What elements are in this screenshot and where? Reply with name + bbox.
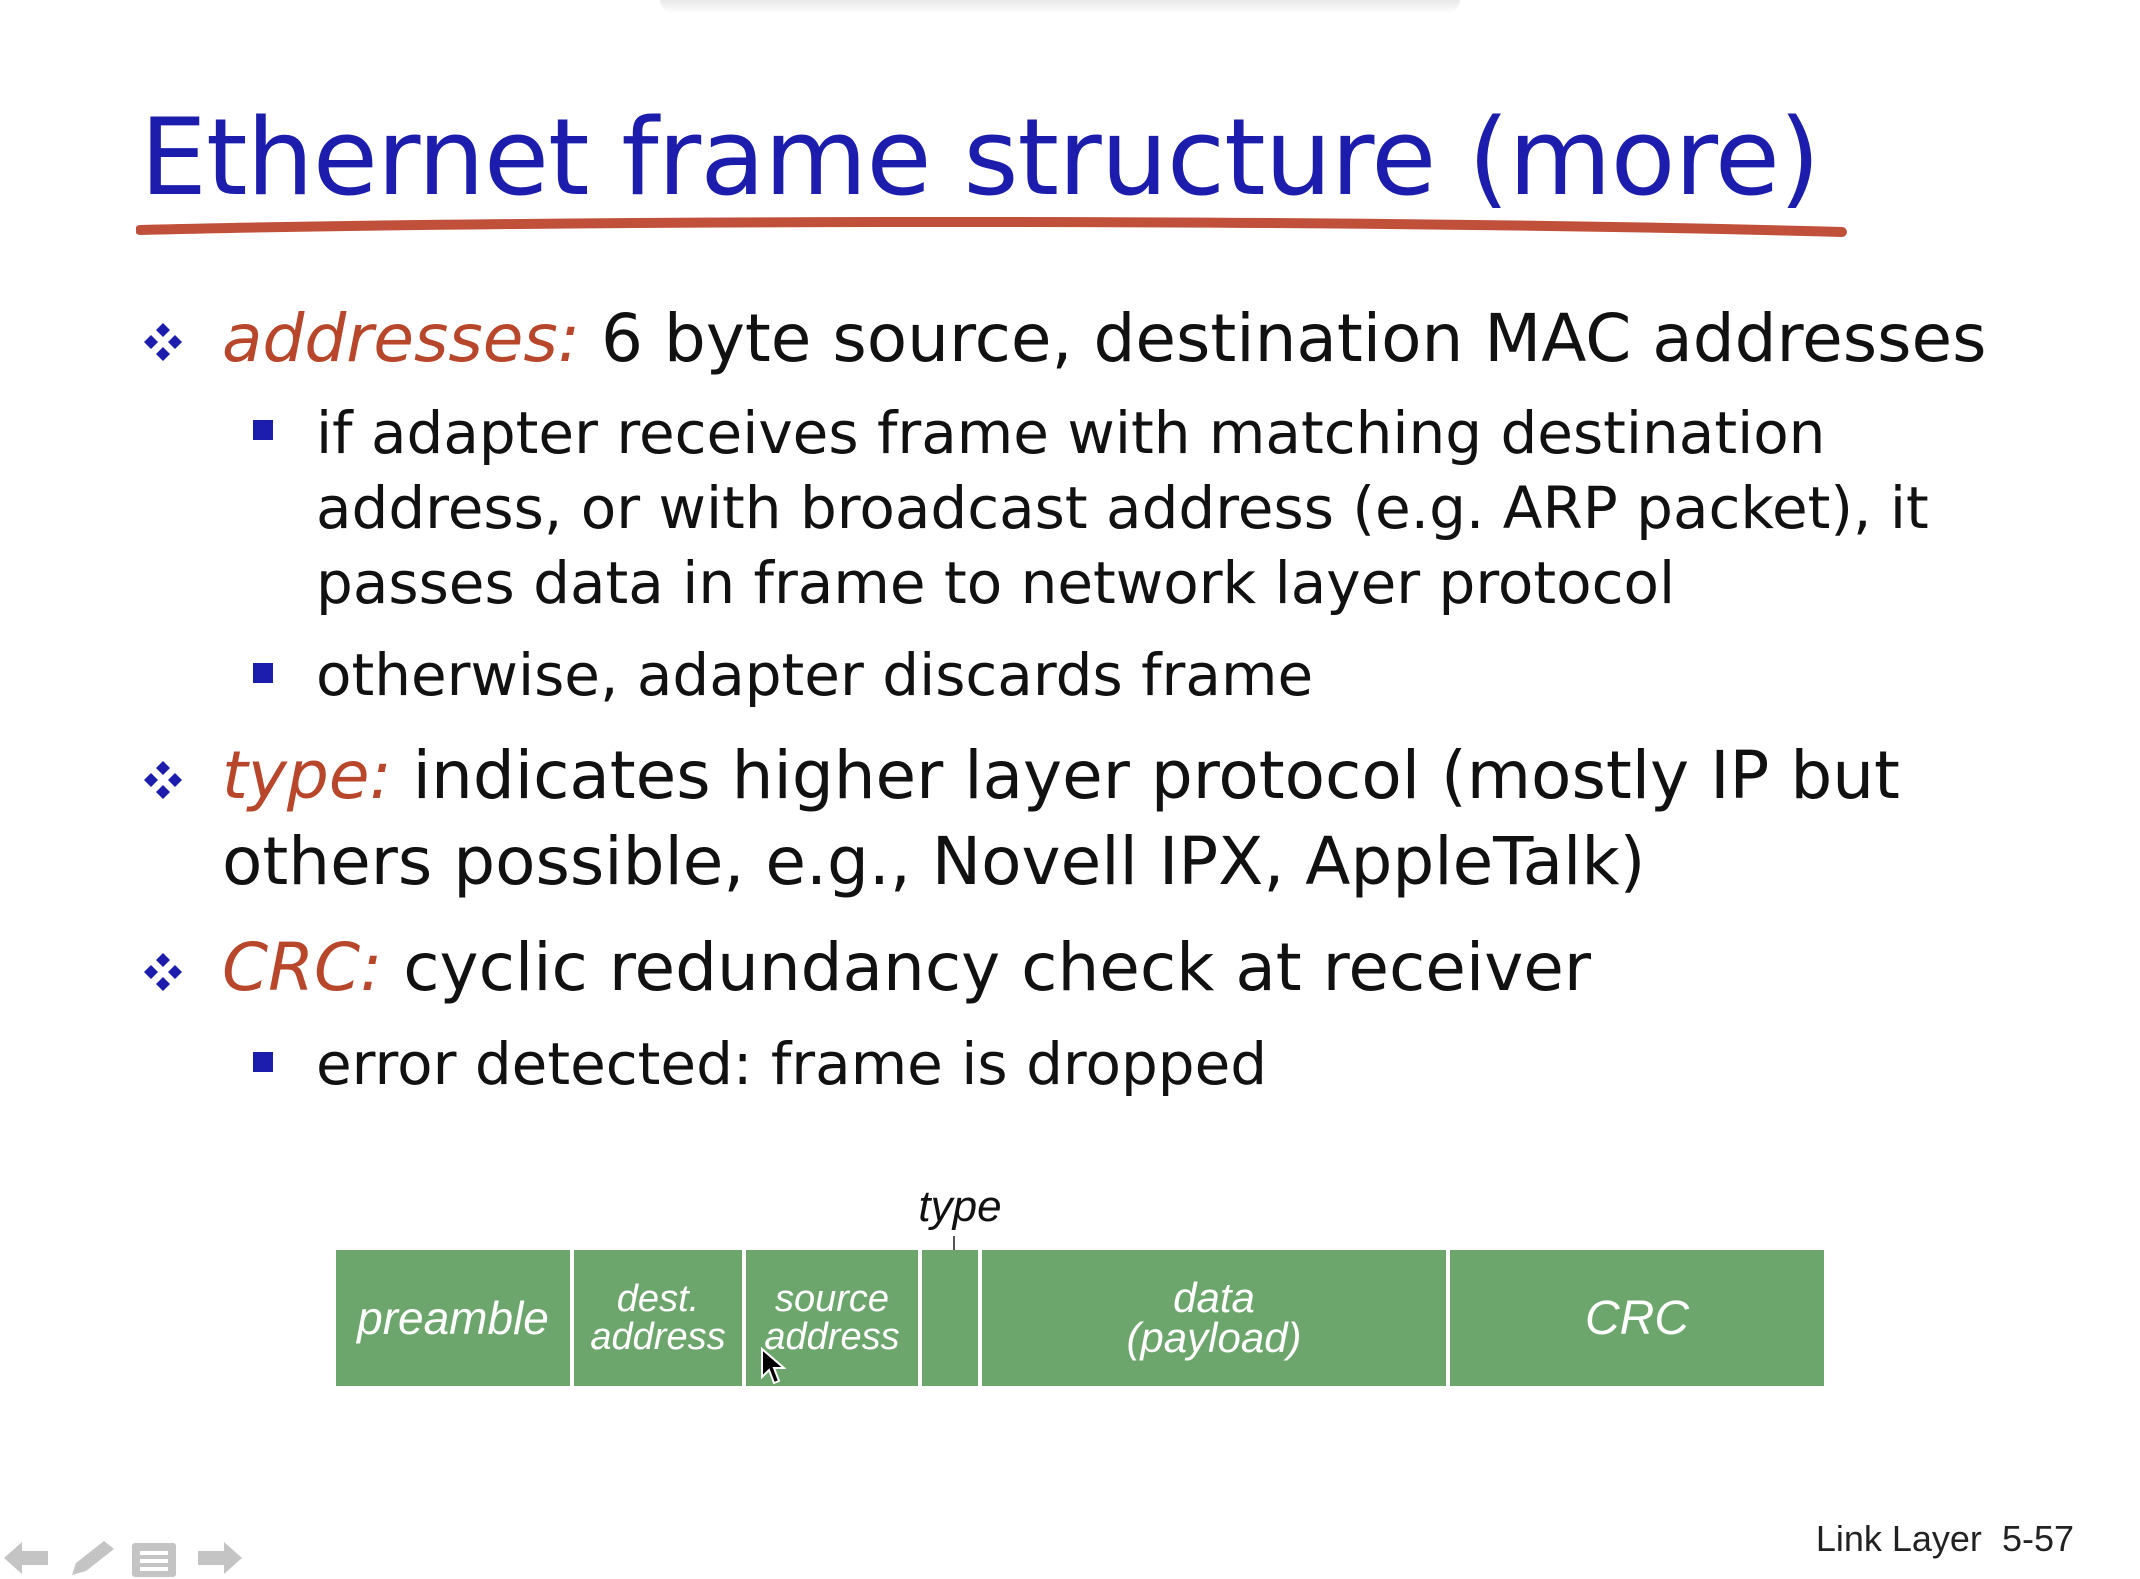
subbullet-crc-error: error detected: frame is dropped [316, 1030, 1268, 1098]
diamond-bullet-icon [144, 761, 182, 799]
footer-page-number: 5-57 [2001, 1518, 2074, 1559]
field-label-line: address [764, 1316, 900, 1358]
field-label-line: source [774, 1278, 890, 1320]
frame-field-dest-address: dest. address [574, 1250, 742, 1386]
footer-section: Link Layer [1815, 1518, 1982, 1559]
field-label-line: dest. [616, 1278, 700, 1320]
slide-title: Ethernet frame structure (more) [140, 96, 1820, 219]
frame-field-source-address: source address [746, 1250, 918, 1386]
keyword-addresses: addresses: [222, 300, 580, 377]
bullet-text: indicates higher layer protocol (mostly … [391, 737, 1900, 814]
subbullet-line: address, or with broadcast address (e.g.… [316, 474, 1929, 542]
ethernet-frame-diagram: preamble dest. address source address da… [336, 1250, 1824, 1386]
frame-field-crc: CRC [1585, 1291, 1689, 1345]
forward-arrow-icon[interactable] [194, 1539, 244, 1577]
slide-footer: Link Layer 5-57 [1816, 1518, 2074, 1560]
title-underline [136, 217, 1847, 237]
frame-field-preamble: preamble [357, 1292, 549, 1344]
field-divider [978, 1250, 982, 1386]
mouse-cursor-icon [761, 1347, 786, 1385]
frame-field-data: data (payload) [982, 1250, 1446, 1386]
field-divider [570, 1250, 574, 1386]
type-pointer [953, 1236, 955, 1250]
field-label-line: (payload) [1126, 1314, 1302, 1361]
pen-icon[interactable] [66, 1539, 118, 1579]
bullet-text: others possible, e.g., Novell IPX, Apple… [222, 823, 1646, 900]
field-divider [918, 1250, 922, 1386]
square-bullet-icon [253, 420, 273, 440]
square-bullet-icon [253, 1052, 273, 1072]
subbullet-line: passes data in frame to network layer pr… [316, 549, 1676, 617]
window-shadow [660, 0, 1460, 14]
field-divider [1446, 1250, 1450, 1386]
bullet-addresses: addresses: 6 byte source, destination MA… [222, 296, 1987, 382]
bullet-text: cyclic redundancy check at receiver [382, 929, 1591, 1006]
diamond-bullet-icon [144, 323, 182, 361]
square-bullet-icon [253, 663, 273, 683]
back-arrow-icon[interactable] [2, 1539, 52, 1577]
bullet-type: type: indicates higher layer protocol (m… [222, 733, 1900, 905]
keyword-type: type: [222, 737, 392, 814]
bullet-text: 6 byte source, destination MAC addresses [579, 300, 1987, 377]
subbullet-line: if adapter receives frame with matching … [316, 399, 1826, 467]
frame-type-label: type [918, 1182, 1002, 1231]
field-divider [742, 1250, 746, 1386]
bullet-crc: CRC: cyclic redundancy check at receiver [222, 925, 1591, 1011]
subbullet-address-match: if adapter receives frame with matching … [316, 396, 1929, 621]
keyword-crc: CRC: [222, 929, 383, 1006]
subbullet-otherwise: otherwise, adapter discards frame [316, 641, 1314, 709]
menu-icon[interactable] [130, 1539, 178, 1579]
field-label-line: data [1173, 1274, 1255, 1321]
frame-field-type [922, 1250, 978, 1386]
field-label-line: address [590, 1316, 726, 1358]
diamond-bullet-icon [144, 953, 182, 991]
slideshow-nav-bar [0, 1535, 260, 1578]
